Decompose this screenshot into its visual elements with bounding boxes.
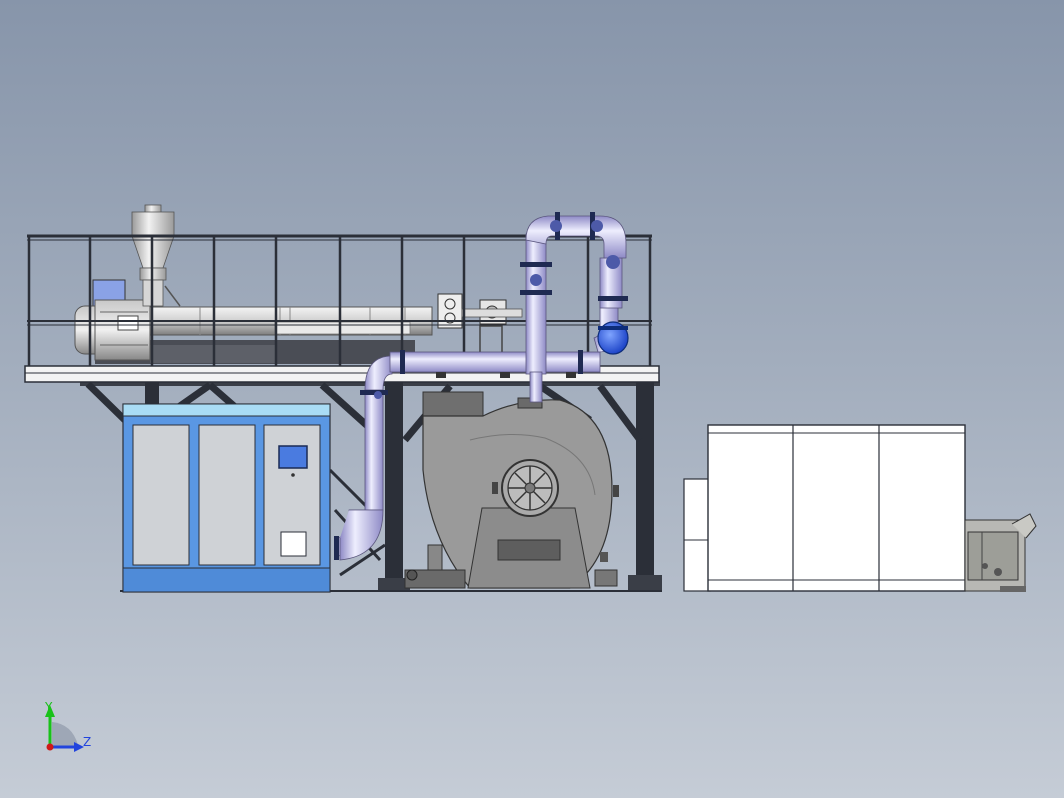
hmi-screen: [278, 445, 308, 469]
centrifugal-blower: [422, 391, 619, 589]
cabinet-doors: [132, 424, 321, 566]
coordinate-triad[interactable]: Y Z: [44, 700, 91, 752]
origin-dot: [46, 743, 54, 751]
control-cabinet: [122, 403, 331, 593]
winder-unit: [964, 513, 1037, 592]
extruder-motor: [74, 279, 151, 361]
feed-hopper: [131, 204, 181, 307]
blower-base-parts: [404, 544, 618, 589]
cooling-tank-housing: [683, 424, 966, 592]
z-axis-label: Z: [83, 735, 91, 749]
blower-fan-guard: [501, 459, 559, 517]
air-duct-piping: [334, 212, 629, 561]
y-axis-label: Y: [44, 700, 53, 714]
